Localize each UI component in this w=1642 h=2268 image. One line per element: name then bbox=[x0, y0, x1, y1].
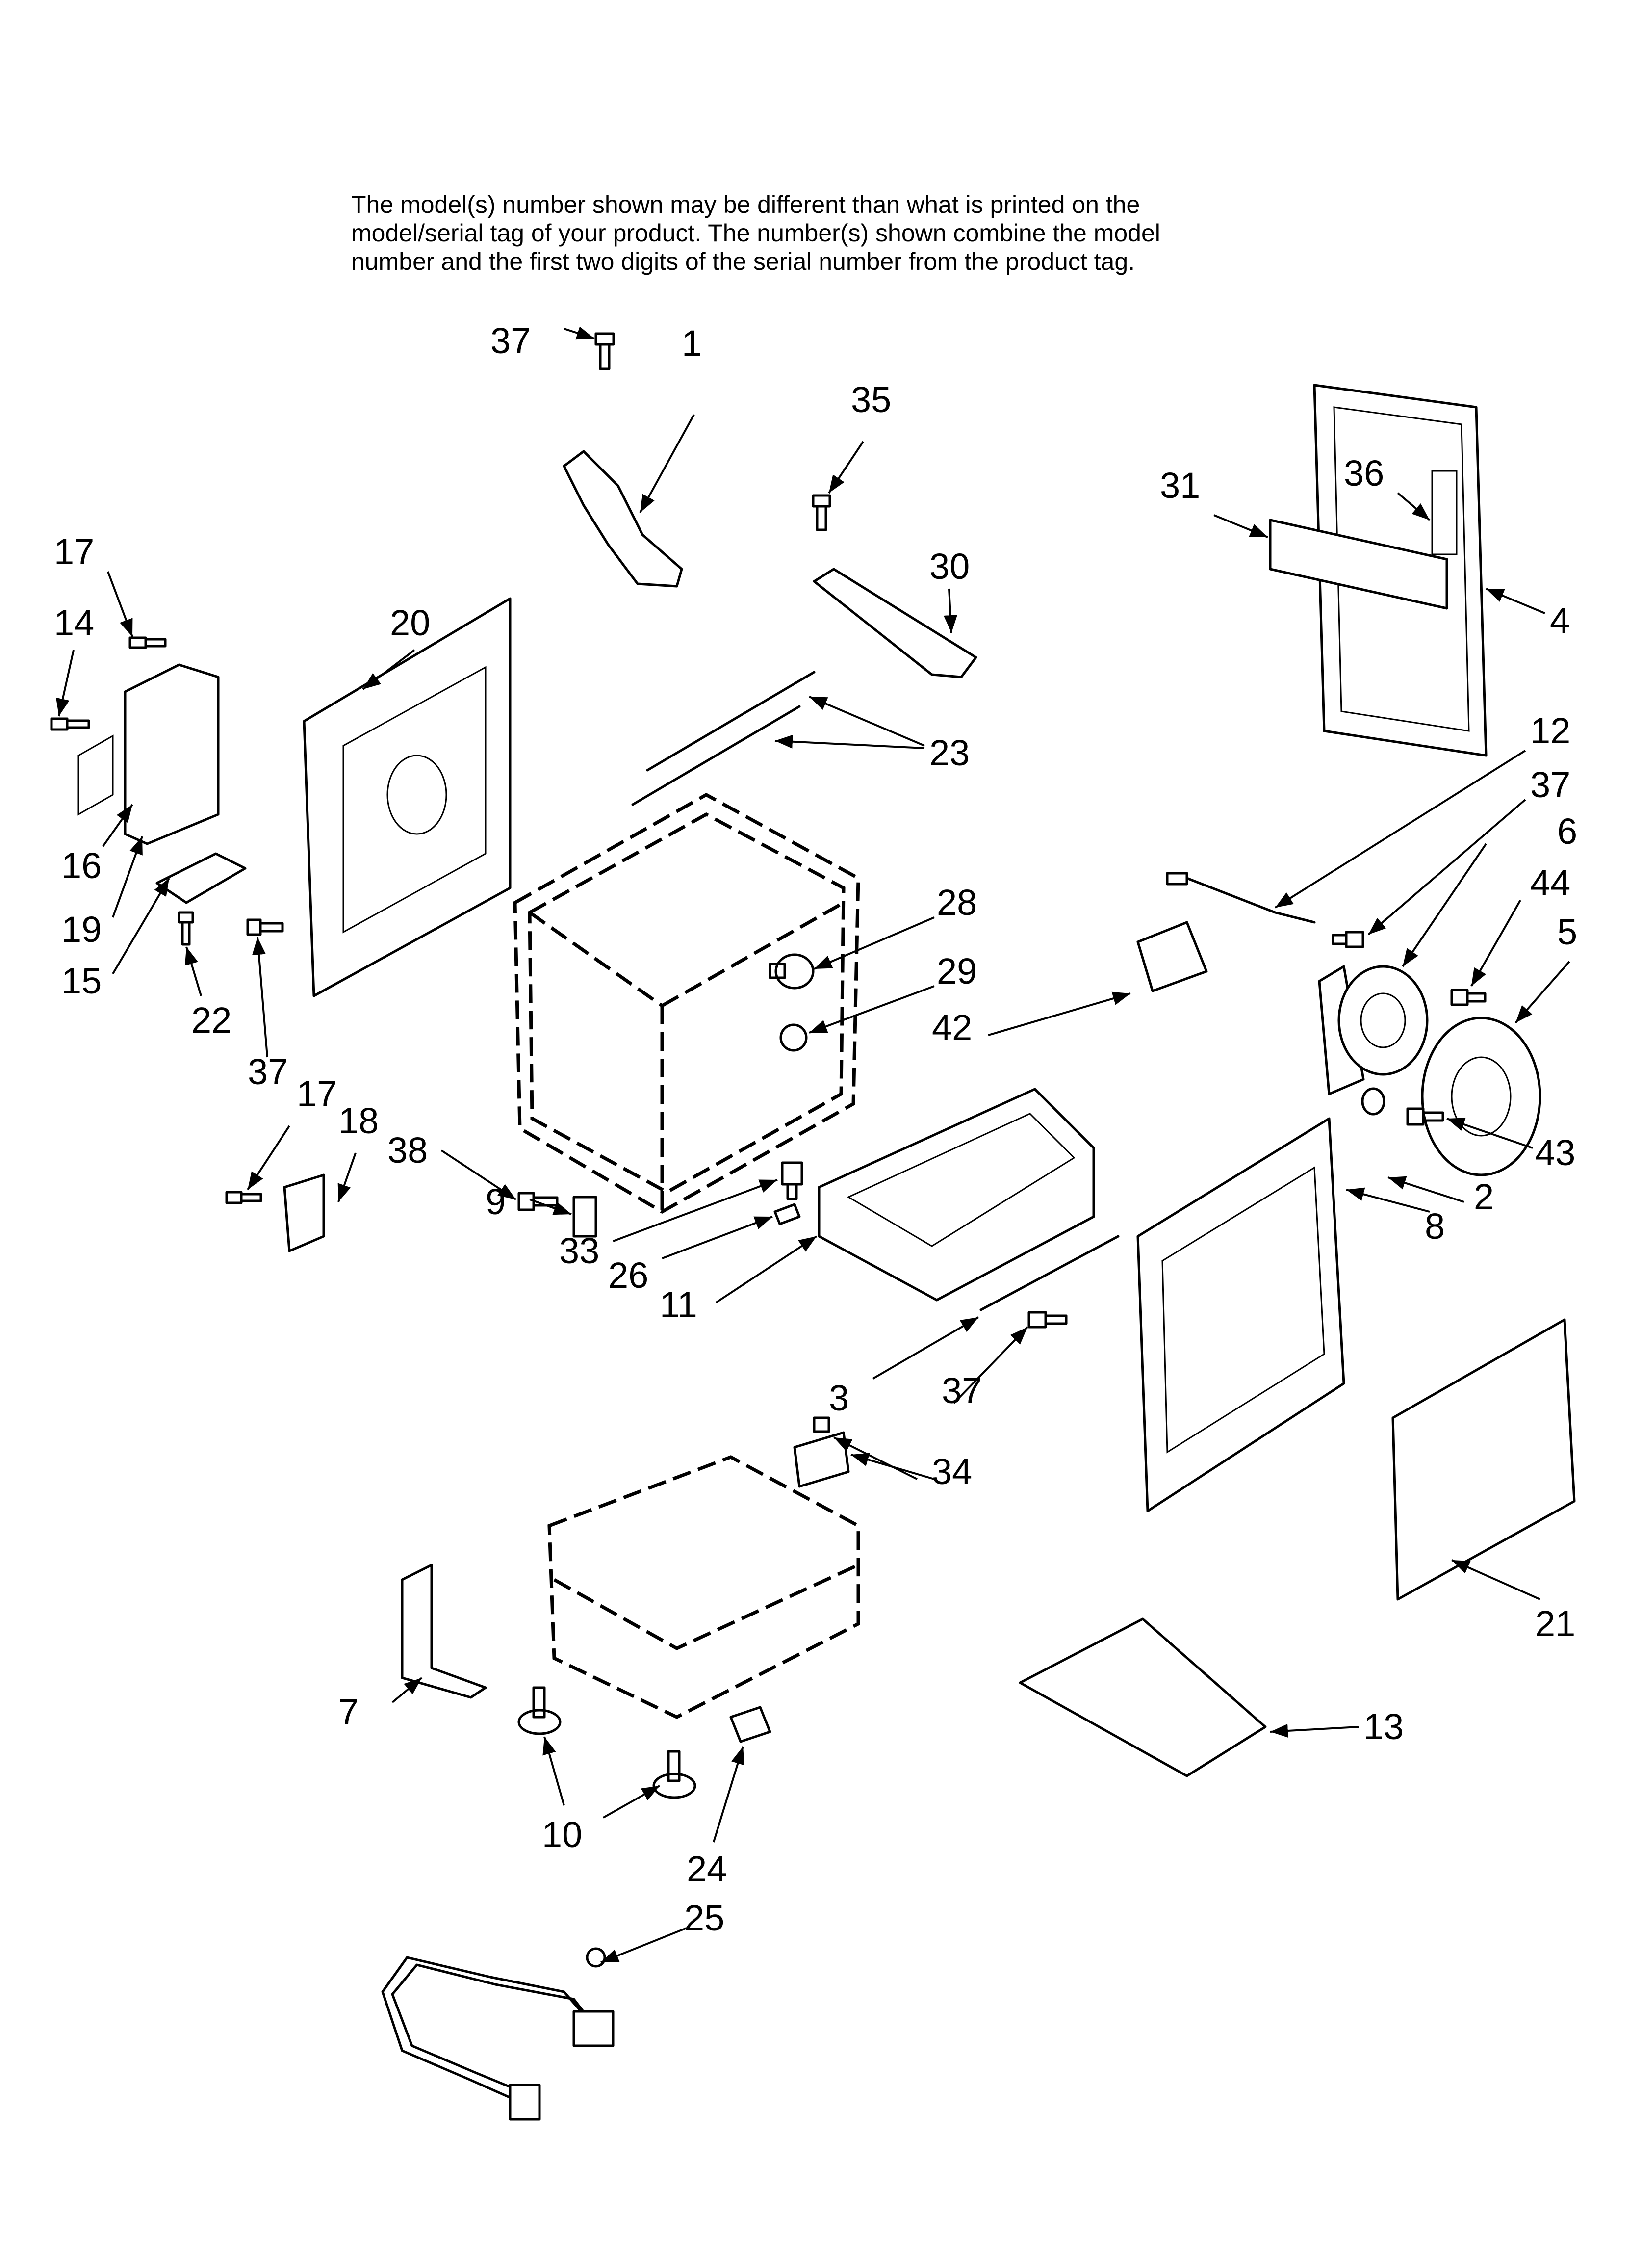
part-23-rod-lower bbox=[631, 705, 801, 806]
label-31: 31 bbox=[1160, 465, 1200, 506]
part-12-probe bbox=[1166, 872, 1316, 924]
label-35: 35 bbox=[851, 379, 891, 420]
oven-cavity-dashed bbox=[513, 792, 860, 1214]
part-13-drawer-liner bbox=[1019, 1617, 1267, 1777]
part-8-frame bbox=[1136, 1117, 1345, 1512]
note-line-1: The model(s) number shown may be differe… bbox=[351, 191, 1140, 218]
model-number-note: The model(s) number shown may be differe… bbox=[351, 190, 1381, 276]
label-22: 22 bbox=[191, 1000, 231, 1041]
part-3-rail bbox=[979, 1235, 1120, 1311]
label-19: 19 bbox=[61, 909, 102, 950]
label-37c: 37 bbox=[248, 1051, 288, 1092]
label-17: 17 bbox=[54, 531, 94, 572]
screw-44 bbox=[1450, 989, 1487, 1006]
part-10-leg-a bbox=[517, 1686, 562, 1735]
label-37b: 37 bbox=[1530, 764, 1570, 805]
label-3: 3 bbox=[829, 1378, 849, 1418]
screw-37-mid bbox=[1027, 1311, 1068, 1329]
part-10-leg-b bbox=[652, 1750, 696, 1799]
label-12: 12 bbox=[1530, 710, 1570, 751]
part-42-bracket bbox=[1136, 921, 1208, 992]
label-15: 15 bbox=[61, 961, 102, 1001]
screw-43 bbox=[1406, 1107, 1444, 1126]
label-26: 26 bbox=[608, 1255, 648, 1296]
label-2: 2 bbox=[1474, 1176, 1494, 1217]
part-6-blower bbox=[1318, 965, 1429, 1095]
label-34: 34 bbox=[932, 1451, 972, 1492]
label-37: 37 bbox=[490, 320, 531, 361]
label-36: 36 bbox=[1344, 453, 1384, 494]
label-24: 24 bbox=[687, 1849, 727, 1889]
label-16: 16 bbox=[61, 845, 102, 886]
label-18: 18 bbox=[338, 1100, 379, 1141]
part-30-bracket bbox=[813, 568, 977, 678]
screw-37-top bbox=[594, 332, 615, 370]
screw-17-lower bbox=[225, 1191, 262, 1204]
label-25: 25 bbox=[684, 1898, 724, 1938]
part-34-block bbox=[793, 1416, 850, 1488]
part-29-bulb bbox=[779, 1023, 808, 1052]
part-23-rod-upper bbox=[646, 671, 816, 772]
label-5: 5 bbox=[1557, 912, 1577, 952]
part-18-bracket bbox=[283, 1173, 325, 1252]
part-15-plate bbox=[155, 852, 247, 904]
part-1-bracket bbox=[563, 450, 683, 588]
label-37d: 37 bbox=[942, 1370, 982, 1411]
label-1: 1 bbox=[682, 323, 702, 364]
part-28-socket bbox=[769, 953, 815, 990]
part-11-tray bbox=[818, 1088, 1095, 1302]
label-28: 28 bbox=[937, 882, 977, 923]
screw-14 bbox=[50, 717, 90, 731]
label-20: 20 bbox=[390, 602, 430, 643]
part-24-clip bbox=[729, 1706, 771, 1743]
label-43: 43 bbox=[1535, 1132, 1575, 1173]
note-line-3: number and the first two digits of the s… bbox=[351, 248, 1135, 275]
leader-lines bbox=[56, 326, 1570, 1963]
callout-labels: 37 1 35 31 36 4 17 14 20 30 23 12 37 6 4… bbox=[54, 320, 1577, 1938]
label-6: 6 bbox=[1557, 811, 1577, 852]
screw-35 bbox=[812, 494, 831, 531]
lower-cabinet-dashed bbox=[547, 1455, 860, 1719]
label-8: 8 bbox=[1425, 1206, 1445, 1247]
screw-37-right bbox=[1332, 931, 1364, 948]
part-26-clip bbox=[773, 1203, 801, 1225]
label-21: 21 bbox=[1535, 1603, 1575, 1644]
label-42: 42 bbox=[932, 1007, 972, 1048]
label-11: 11 bbox=[660, 1284, 697, 1325]
label-30: 30 bbox=[929, 546, 970, 587]
label-4: 4 bbox=[1550, 600, 1570, 641]
label-44: 44 bbox=[1530, 862, 1570, 903]
part-16-box bbox=[77, 663, 220, 845]
part-7-leg-bracket bbox=[401, 1564, 487, 1699]
label-13: 13 bbox=[1363, 1706, 1404, 1747]
label-14: 14 bbox=[54, 602, 94, 643]
part-9-block bbox=[572, 1196, 597, 1238]
part-5-fan-cover bbox=[1421, 1017, 1541, 1176]
part-33-switch bbox=[781, 1161, 803, 1200]
label-23: 23 bbox=[929, 732, 970, 773]
part-20-rear-panel bbox=[303, 597, 512, 997]
part-31-bar bbox=[1269, 519, 1448, 610]
label-7: 7 bbox=[338, 1692, 359, 1732]
part-21-gasket bbox=[1391, 1318, 1576, 1601]
label-29: 29 bbox=[937, 951, 977, 991]
part-2-washer bbox=[1361, 1087, 1385, 1116]
screw-17-top bbox=[128, 636, 167, 649]
label-38: 38 bbox=[387, 1130, 428, 1171]
label-17b: 17 bbox=[297, 1073, 337, 1114]
screw-37-left bbox=[246, 918, 284, 936]
label-33: 33 bbox=[559, 1230, 599, 1271]
note-line-2: model/serial tag of your product. The nu… bbox=[351, 219, 1160, 247]
screw-22 bbox=[178, 911, 194, 946]
part-25-power-cord bbox=[381, 1947, 615, 2121]
label-10: 10 bbox=[542, 1814, 582, 1855]
label-9: 9 bbox=[486, 1181, 506, 1222]
